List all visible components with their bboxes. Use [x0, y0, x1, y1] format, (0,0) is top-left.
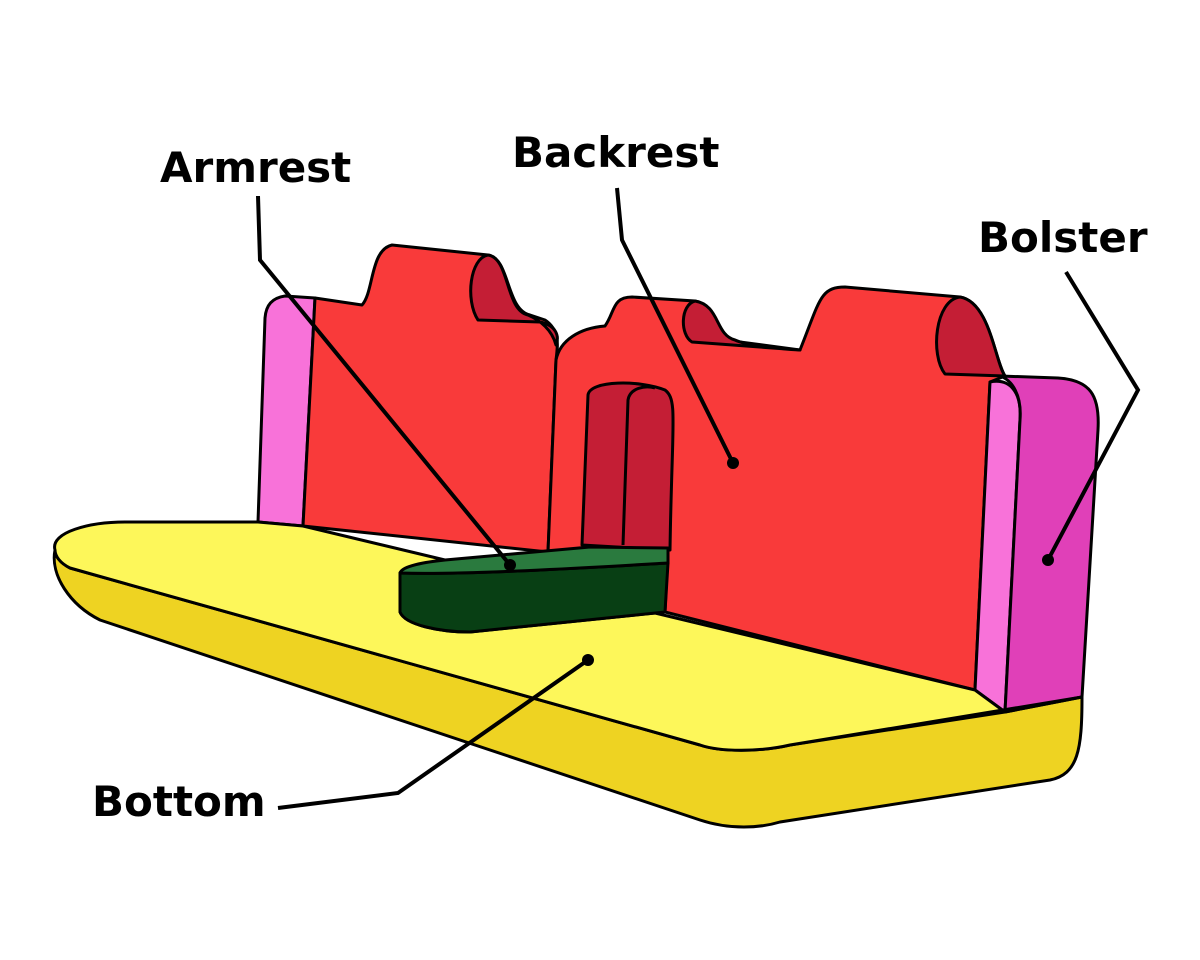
bolster-label: Bolster	[978, 213, 1148, 262]
armrest-leader	[256, 195, 512, 567]
backrest-dot	[727, 457, 739, 469]
bolster-dot	[1042, 554, 1054, 566]
armrest-dot	[504, 559, 516, 571]
right-backrest-roll-2	[935, 295, 1007, 378]
bottom-leader	[277, 658, 590, 810]
bottom-label: Bottom	[92, 777, 266, 826]
bottom-dot	[582, 654, 594, 666]
left-backrest	[301, 243, 559, 554]
center-recess	[580, 381, 675, 552]
right-bolster-side	[998, 374, 1100, 714]
armrest-top	[398, 545, 670, 575]
armrest-label: Armrest	[160, 143, 351, 192]
bolster-leader	[1046, 270, 1141, 561]
backrest-leader	[615, 187, 735, 464]
right-backrest-roll-1	[681, 299, 802, 352]
left-bolster	[256, 294, 317, 528]
backrest-label: Backrest	[512, 128, 719, 177]
left-backrest-roll	[469, 253, 559, 347]
center-recess-fold	[621, 385, 656, 546]
